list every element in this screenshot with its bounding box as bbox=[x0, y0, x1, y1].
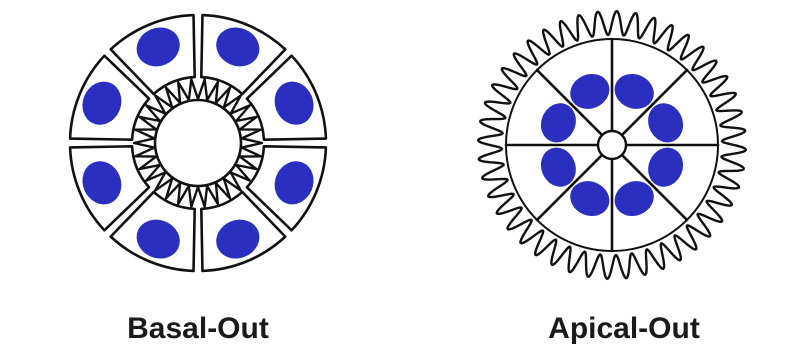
basal-out-caption: Basal-Out bbox=[127, 312, 269, 345]
apical-out-organoid bbox=[478, 11, 746, 279]
lumen bbox=[155, 100, 241, 186]
lumen bbox=[598, 131, 626, 159]
basal-out-organoid bbox=[70, 15, 326, 271]
apical-out-caption: Apical-Out bbox=[548, 312, 700, 345]
